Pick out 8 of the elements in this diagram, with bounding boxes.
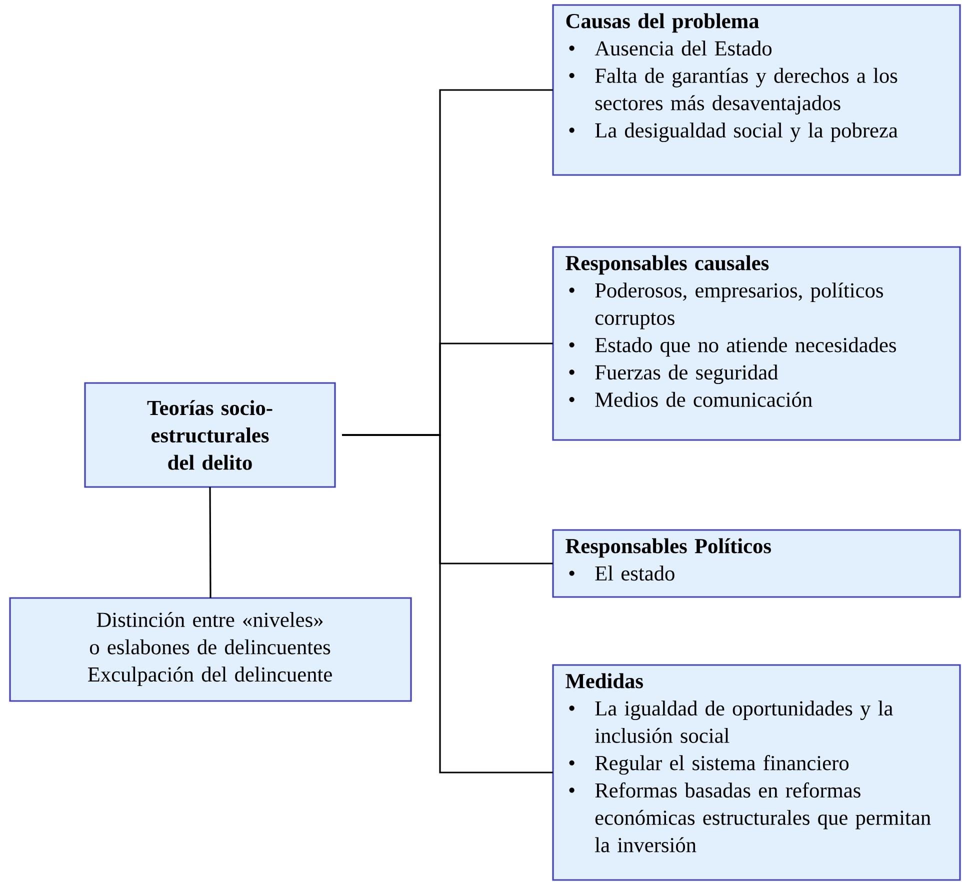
- text-box: Medidas La igualdad de oportunidades y la inclusión social Regular el sistema financiero Reformas basadas en reformas económicas estructurales que permitan la inversión: [552, 664, 961, 881]
- text-box: Distinción entre «niveles» o eslabones de delincuentes Exculpación del delincuente: [9, 597, 412, 702]
- text-box: Responsables causales Poderosos, empresarios, políticos corruptos Estado que no atiende necesidades Fuerzas de seguridad Medios de comunicación: [552, 246, 961, 441]
- text-box: Responsables Políticos El estado: [552, 529, 961, 598]
- text-box: Teorías socio-estructurales del delito: [84, 382, 336, 488]
- connector-line: [209, 487, 212, 598]
- connector-line: [342, 434, 553, 774]
- text-box: Causas del problema Ausencia del Estado Falta de garantías y derechos a los sectores más desaventajados La desigualdad social y la pobreza: [552, 4, 961, 176]
